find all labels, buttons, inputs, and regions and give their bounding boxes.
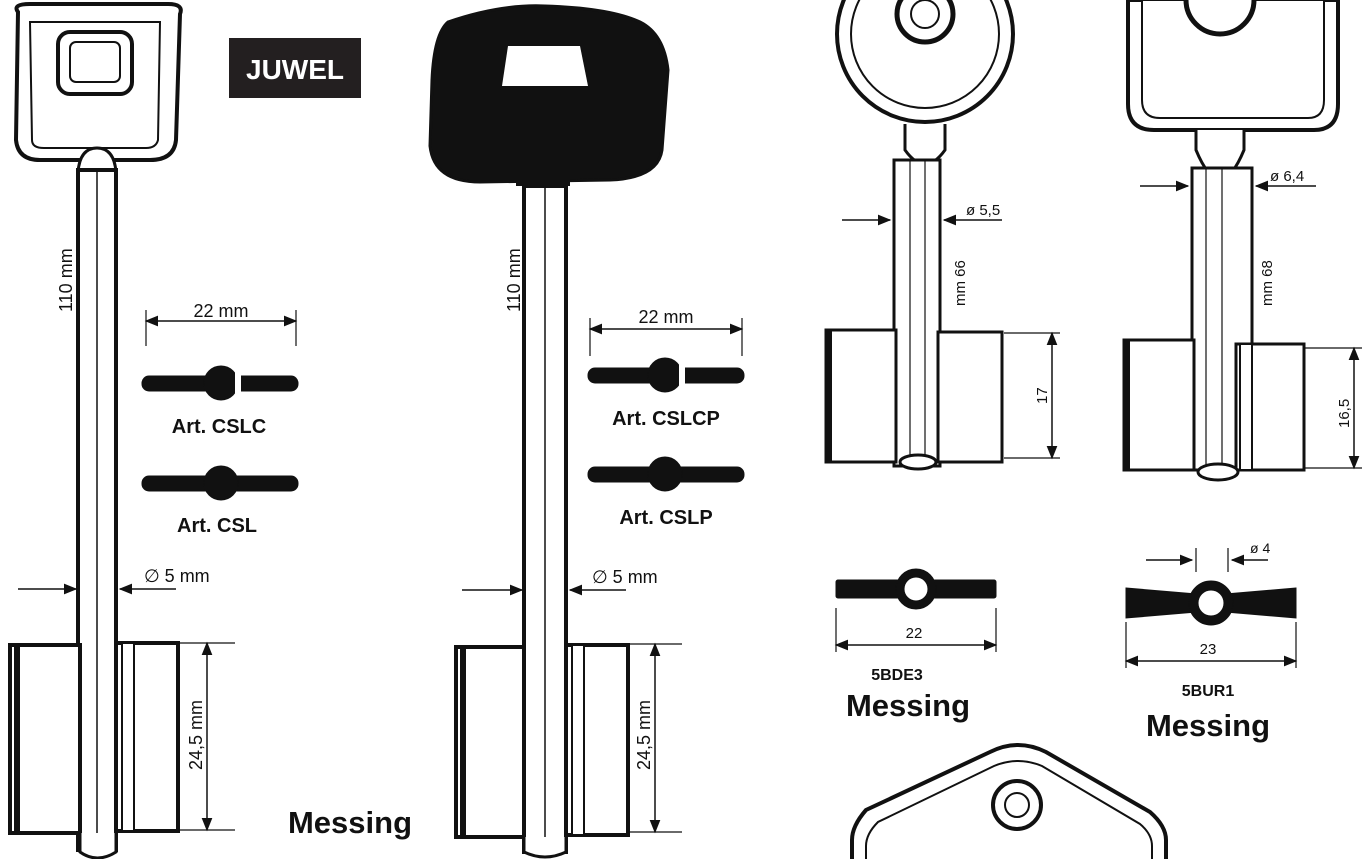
key-1-dimensions: 110 mm 22 mm Art. CSLC Art. CSL ∅ 5 mm 2… [18, 248, 412, 840]
key-3-diameter-label: ø 5,5 [966, 202, 1000, 219]
key-4-shaft-length-label: mm 68 [1259, 260, 1276, 306]
key-3-bit [824, 328, 898, 464]
key-4-bit-height-label: 16,5 [1336, 399, 1353, 428]
key-4-bit [1122, 338, 1196, 472]
key-2-profile-label-2: Art. CSLP [619, 507, 712, 529]
key-1-material-label: Messing [288, 805, 412, 840]
key-1-profile-label-1: Art. CSLC [172, 416, 266, 438]
key-4-profile [1125, 580, 1297, 626]
key-4-profile-width-label: 23 [1200, 641, 1217, 658]
key-1-profile-width-label: 22 mm [193, 301, 248, 321]
key-2-bit-height-label: 24,5 mm [634, 700, 654, 770]
key-4-drawing [1122, 0, 1340, 482]
key-1-bit-height-label: 24,5 mm [186, 700, 206, 770]
key-2-length-label: 110 mm [504, 248, 524, 312]
key-1-profile-label-2: Art. CSL [177, 515, 257, 537]
key-3-profile [835, 568, 997, 610]
key-1-profile-csl [141, 465, 299, 501]
key-3-shaft [892, 158, 942, 468]
key-2-drawing [428, 4, 670, 859]
key-5-drawing [850, 743, 1168, 859]
brand-name: JUWEL [246, 54, 344, 85]
brand-badge: JUWEL [229, 38, 361, 98]
key-1-profile-cslc [141, 365, 299, 401]
key-4-article-label: 5BUR1 [1182, 683, 1235, 700]
key-2-bit [454, 645, 526, 839]
key-4-material-label: Messing [1146, 708, 1270, 743]
key-1-drawing [8, 2, 183, 859]
key-3-shaft-length-label: mm 66 [952, 260, 969, 306]
key-2-profile-label-1: Art. CSLCP [612, 408, 720, 430]
key-2-dimensions: 110 mm 22 mm Art. CSLCP Art. CSLP ∅ 5 mm… [462, 248, 745, 834]
key-3-dimensions: ø 5,5 mm 66 17 22 5BDE3 Messing [834, 202, 1060, 723]
key-2-diameter-label: ∅ 5 mm [592, 567, 658, 587]
key-3-profile-width-label: 22 [906, 625, 923, 642]
key-1-diameter-label: ∅ 5 mm [144, 566, 210, 586]
key-2-head [428, 4, 670, 184]
key-4-dimensions: ø 6,4 mm 68 16,5 ø 4 23 5BUR1 Messing [1124, 168, 1362, 743]
key-3-material-label: Messing [846, 688, 970, 723]
key-2-profile-cslp [587, 456, 745, 492]
key-3-article-label: 5BDE3 [871, 667, 923, 684]
key-4-diameter-label: ø 6,4 [1270, 168, 1304, 185]
key-1-length-label: 110 mm [56, 248, 76, 312]
key-1-bit [8, 643, 82, 835]
key-3-bit-height-label: 17 [1034, 387, 1051, 404]
key-2-profile-width-label: 22 mm [638, 307, 693, 327]
key-3-drawing [824, 0, 1015, 471]
key-4-profile-hole-label: ø 4 [1250, 540, 1270, 556]
key-2-profile-cslcp [587, 357, 745, 393]
